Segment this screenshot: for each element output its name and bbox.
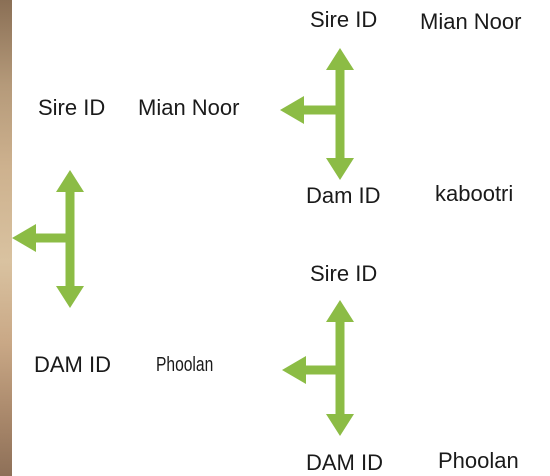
connector-bottom-up-arrowhead — [326, 300, 354, 322]
connector-top-down-arrowhead — [326, 158, 354, 180]
connector-left — [12, 170, 84, 308]
connector-left-up-arrowhead — [56, 170, 84, 192]
top-sire-value: Mian Noor — [420, 9, 522, 34]
parent-dam-value: Phoolan — [156, 354, 214, 376]
top-sire-label: Sire ID — [310, 7, 378, 32]
connector-top — [280, 48, 354, 180]
connector-left-left-arrowhead — [12, 224, 36, 252]
top-dam-value: kabootri — [435, 181, 514, 206]
connector-bottom-down-arrowhead — [326, 414, 354, 436]
parent-sire-value: Mian Noor — [138, 95, 240, 120]
parent-sire-label: Sire ID — [38, 95, 106, 120]
connector-left-down-arrowhead — [56, 286, 84, 308]
bottom-sire-label: Sire ID — [310, 261, 378, 286]
connector-bottom-left-arrowhead — [282, 356, 306, 384]
background-photo-edge — [0, 0, 12, 476]
parent-dam-label: DAM ID — [34, 352, 111, 377]
bottom-dam-value: Phoolan — [438, 448, 519, 473]
connector-bottom — [282, 300, 354, 436]
connector-top-left-arrowhead — [280, 96, 304, 124]
bottom-dam-label: DAM ID — [306, 450, 383, 475]
connector-top-up-arrowhead — [326, 48, 354, 70]
top-dam-label: Dam ID — [306, 183, 381, 208]
